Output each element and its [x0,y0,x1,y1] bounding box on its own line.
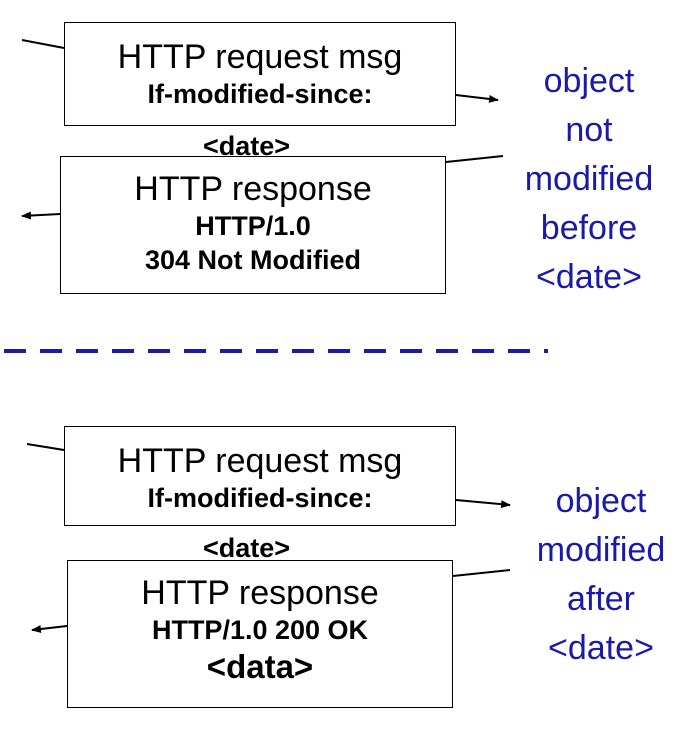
request-header-bottom: If-modified-since: [147,483,373,513]
note-line: <date> [548,629,654,667]
response-body-bottom: <data> [206,648,314,685]
response-out-arrow-top [21,211,61,220]
response-in-line-bottom [452,569,511,577]
response-status-bottom: HTTP/1.0 200 OK [151,615,369,645]
http-request-box-bottom: HTTP request msg If-modified-since: [64,426,456,526]
request-date-bottom: <date> [203,533,291,563]
response-title-bottom: HTTP response [141,574,379,612]
response-status-code-top: 304 Not Modified [144,245,361,275]
note-line: after [566,580,636,618]
request-title-top: HTTP request msg [117,38,403,76]
note-line: object [555,482,647,520]
note-not-modified: object not modified before <date> [505,57,673,302]
note-modified: object modified after <date> [516,477,686,673]
request-title-bottom: HTTP request msg [117,442,403,480]
response-in-line-top [445,155,504,163]
http-response-box-top: HTTP response HTTP/1.0 304 Not Modified [60,156,446,294]
note-line: modified [524,160,654,198]
request-out-arrow-top [455,94,499,103]
response-title-top: HTTP response [134,170,372,208]
note-line: not [565,111,613,149]
note-line: <date> [536,258,642,296]
note-line: modified [536,531,666,569]
request-in-line-top [21,39,65,49]
http-response-box-bottom: HTTP response HTTP/1.0 200 OK <data> [67,560,453,708]
note-line: object [543,62,635,100]
response-status-version-top: HTTP/1.0 [195,211,311,241]
response-out-arrow-bottom [31,625,68,633]
request-in-line-bottom [26,443,65,451]
note-line: before [540,209,638,247]
request-header-top: If-modified-since: [147,79,373,109]
request-out-arrow-bottom [455,499,511,509]
http-request-box-top: HTTP request msg If-modified-since: [64,22,456,126]
